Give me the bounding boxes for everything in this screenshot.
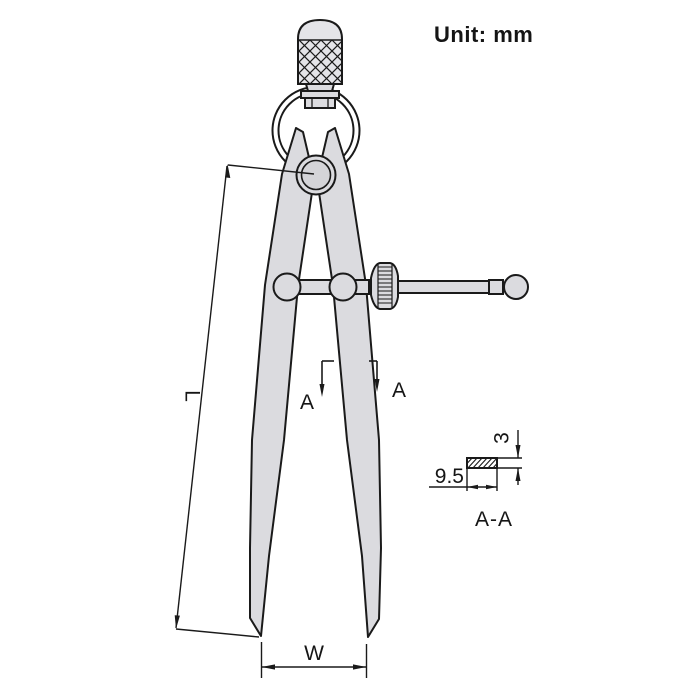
section-cut-markers [319, 360, 380, 397]
section-view [429, 430, 522, 491]
handle [297, 18, 343, 109]
section-hatching [467, 458, 497, 468]
pivot-joint [295, 154, 337, 196]
right-boss [328, 272, 358, 302]
section-view-title: A-A [475, 508, 513, 531]
ball-end [503, 274, 529, 300]
section-marker-label-right: A [392, 379, 406, 402]
unit-label: Unit: mm [434, 22, 533, 47]
section-dimensions [429, 430, 522, 491]
handle-nut [304, 97, 336, 109]
section-marker-label-left: A [300, 391, 314, 414]
left-boss [272, 272, 302, 302]
adjusting-nut [370, 262, 399, 310]
section-thickness-label: 3 [491, 432, 514, 444]
rod-step [488, 279, 504, 295]
width-dimension-label: W [304, 642, 324, 665]
left-leg [249, 127, 315, 637]
length-dimension-label: L [181, 390, 204, 402]
handle-flange [300, 90, 340, 99]
dimension-width [260, 642, 368, 678]
right-leg [316, 127, 382, 638]
dimension-length [174, 164, 315, 638]
screw-rod [397, 280, 490, 294]
section-width-label: 9.5 [435, 465, 464, 488]
adjusting-screw [272, 262, 529, 310]
handle-neck [304, 83, 336, 92]
knurl-crosshatch [299, 40, 341, 84]
nut-ribs [378, 266, 392, 304]
